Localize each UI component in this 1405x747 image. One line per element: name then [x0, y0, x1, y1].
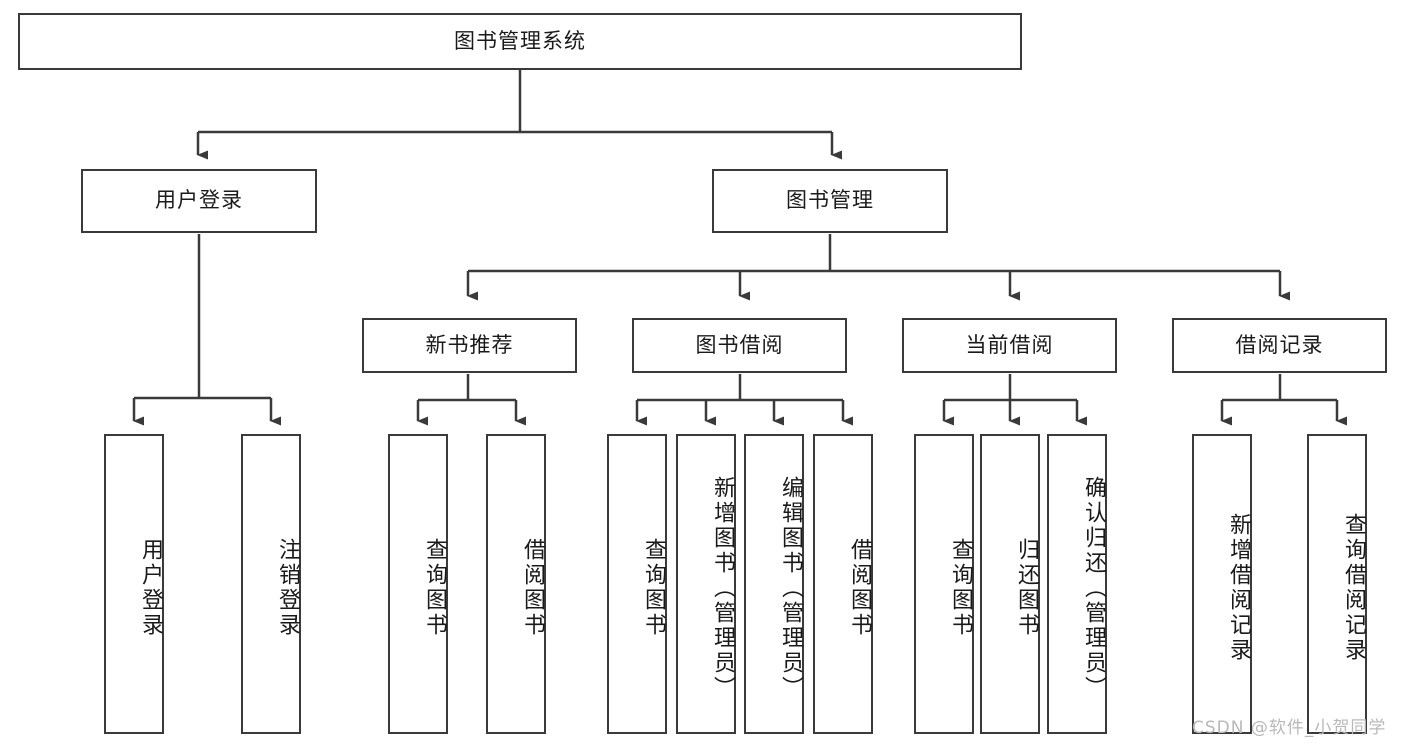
node-label: 图书管理系统	[454, 28, 586, 53]
leaf-borrow-add-book[interactable]: 新增图书（管理员）	[676, 434, 736, 734]
node-label: 借阅图书	[847, 538, 872, 638]
node-label: 当前借阅	[965, 332, 1054, 357]
leaf-current-return-book[interactable]: 归还图书	[980, 434, 1040, 734]
node-label: 查询图书	[948, 538, 973, 638]
node-book-borrow[interactable]: 图书借阅	[632, 318, 847, 373]
node-book-management[interactable]: 图书管理	[712, 169, 948, 233]
node-current-borrow[interactable]: 当前借阅	[902, 318, 1117, 373]
leaf-borrow-edit-book[interactable]: 编辑图书（管理员）	[744, 434, 804, 734]
node-label: 新增图书（管理员）	[710, 475, 735, 701]
node-borrow-record[interactable]: 借阅记录	[1172, 318, 1387, 373]
node-label: 图书管理	[786, 188, 874, 213]
node-label: 查询图书	[422, 538, 447, 638]
node-label: 新书推荐	[425, 332, 514, 357]
node-label: 归还图书	[1014, 538, 1039, 638]
leaf-borrow-borrow-book[interactable]: 借阅图书	[813, 434, 873, 734]
leaf-user-login-login[interactable]: 用户登录	[104, 434, 164, 734]
leaf-borrow-query-book[interactable]: 查询图书	[607, 434, 667, 734]
node-new-book-recommend[interactable]: 新书推荐	[362, 318, 577, 373]
node-label: 编辑图书（管理员）	[778, 475, 803, 701]
node-label: 确认归还（管理员）	[1081, 475, 1106, 701]
leaf-current-confirm-return[interactable]: 确认归还（管理员）	[1047, 434, 1107, 734]
node-user-login[interactable]: 用户登录	[81, 169, 317, 233]
leaf-current-query-book[interactable]: 查询图书	[914, 434, 974, 734]
node-label: 用户登录	[138, 538, 163, 638]
leaf-new-book-borrow[interactable]: 借阅图书	[486, 434, 546, 734]
node-label: 借阅记录	[1235, 332, 1324, 357]
node-label: 借阅图书	[520, 538, 545, 638]
leaf-user-login-logout[interactable]: 注销登录	[241, 434, 301, 734]
node-label: 查询借阅记录	[1341, 513, 1366, 663]
leaf-new-book-query[interactable]: 查询图书	[388, 434, 448, 734]
leaf-record-add[interactable]: 新增借阅记录	[1192, 434, 1252, 734]
node-label: 用户登录	[155, 188, 243, 213]
leaf-record-query[interactable]: 查询借阅记录	[1307, 434, 1367, 734]
node-root-system[interactable]: 图书管理系统	[18, 13, 1022, 70]
node-label: 注销登录	[275, 538, 300, 638]
node-label: 图书借阅	[695, 332, 784, 357]
node-label: 新增借阅记录	[1226, 513, 1251, 663]
node-label: 查询图书	[641, 538, 666, 638]
